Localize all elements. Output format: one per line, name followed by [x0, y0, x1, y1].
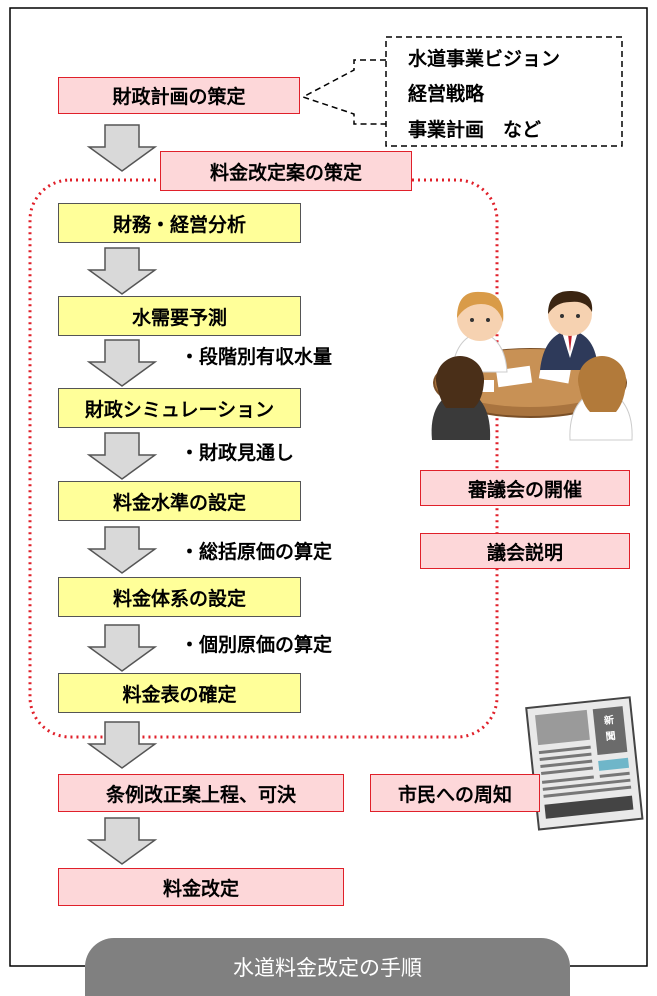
arrow-down-icon — [88, 124, 156, 172]
rate-revision-box: 料金改定 — [58, 868, 344, 906]
rate-revision-label: 料金改定 — [162, 877, 239, 900]
finance-analysis-box: 財務・経営分析 — [58, 203, 301, 243]
rate-table-label: 料金表の確定 — [122, 683, 237, 706]
council-meeting-box: 審議会の開催 — [420, 470, 630, 506]
finance-sim-label: 財政シミュレーション — [84, 398, 275, 421]
arrow-down-icon — [88, 247, 156, 295]
assembly-explanation-box: 議会説明 — [420, 533, 630, 569]
newspaper-icon: 新 聞 — [525, 696, 644, 831]
arrow-down-icon — [88, 817, 156, 865]
svg-text:聞: 聞 — [605, 730, 616, 743]
note-water-volume: ・段階別有収水量 — [180, 346, 333, 368]
callout-line-strategy: 経営戦略 — [408, 83, 485, 105]
note-finance-outlook: ・財政見通し — [180, 442, 295, 464]
diagram-title: 水道料金改定の手順 — [85, 938, 570, 996]
water-demand-label: 水需要予測 — [131, 306, 227, 329]
finance-plan-box: 財政計画の策定 — [58, 77, 300, 114]
callout-line-plan: 事業計画 など — [408, 119, 542, 141]
callout-pointer — [301, 59, 386, 125]
council-meeting-label: 審議会の開催 — [467, 478, 582, 501]
callout-box — [385, 36, 623, 147]
arrow-down-icon — [88, 339, 156, 387]
revision-draft-box: 料金改定案の策定 — [160, 151, 412, 191]
callout-line-vision: 水道事業ビジョン — [408, 48, 561, 70]
finance-plan-label: 財政計画の策定 — [112, 86, 246, 108]
ordinance-box: 条例改正案上程、可決 — [58, 774, 344, 812]
water-demand-box: 水需要予測 — [58, 296, 301, 336]
rate-table-box: 料金表の確定 — [58, 673, 301, 713]
meeting-illustration-icon — [431, 290, 633, 441]
finance-analysis-label: 財務・経営分析 — [112, 213, 246, 236]
svg-text:新: 新 — [603, 713, 614, 727]
rate-system-label: 料金体系の設定 — [112, 587, 246, 610]
ordinance-label: 条例改正案上程、可決 — [105, 783, 296, 806]
diagram-title-text: 水道料金改定の手順 — [233, 956, 422, 980]
rate-system-box: 料金体系の設定 — [58, 577, 301, 617]
outer-frame — [9, 7, 648, 967]
public-notice-label: 市民への周知 — [397, 783, 512, 806]
finance-sim-box: 財政シミュレーション — [58, 388, 301, 428]
note-total-cost: ・総括原価の算定 — [180, 541, 333, 563]
arrow-down-icon — [88, 432, 156, 480]
arrow-down-icon — [88, 624, 156, 672]
arrow-down-icon — [88, 721, 156, 769]
note-individual-cost: ・個別原価の算定 — [180, 634, 333, 656]
assembly-explanation-label: 議会説明 — [486, 541, 563, 564]
public-notice-box: 市民への周知 — [370, 774, 540, 812]
rate-level-label: 料金水準の設定 — [112, 491, 246, 514]
revision-draft-label: 料金改定案の策定 — [209, 161, 362, 184]
rate-level-box: 料金水準の設定 — [58, 481, 301, 521]
arrow-down-icon — [88, 526, 156, 574]
